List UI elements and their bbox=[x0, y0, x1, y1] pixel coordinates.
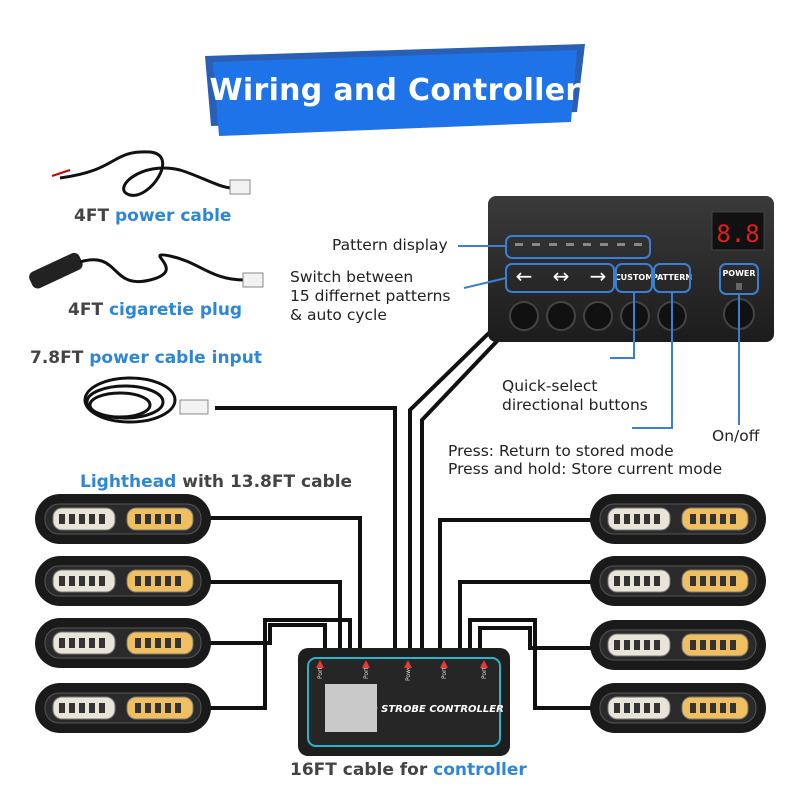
lighthead-left-3 bbox=[34, 617, 212, 669]
button-right bbox=[583, 301, 613, 331]
lighthead-left-4 bbox=[34, 682, 212, 734]
lighthead-right-1 bbox=[589, 493, 767, 545]
button-both bbox=[546, 301, 576, 331]
lighthead-right-2 bbox=[589, 555, 767, 607]
port-2-label: Port2 bbox=[363, 663, 370, 679]
page-title: Wiring and Controller bbox=[209, 73, 581, 108]
port-3-label: Port3 bbox=[441, 663, 448, 679]
arrow-right-icon: → bbox=[590, 264, 607, 288]
lighthead-left-1 bbox=[34, 493, 212, 545]
power-input-label: 7.8FT power cable input bbox=[30, 348, 262, 368]
port-4-label: Port4 bbox=[481, 663, 488, 679]
cigarette-plug-label: 4FT cigaretie plug bbox=[68, 300, 243, 320]
cigarette-plug-icon bbox=[29, 252, 264, 289]
power-cable-label: 4FT power cable bbox=[74, 206, 232, 226]
display-digits: 8.8 bbox=[716, 220, 759, 248]
arrow-left-icon: ← bbox=[516, 264, 533, 288]
press-hold-note: Press and hold: Store current mode bbox=[448, 460, 723, 478]
lighthead-label: Lighthead with 13.8FT cable bbox=[80, 472, 353, 492]
lighthead-left-2 bbox=[34, 555, 212, 607]
lighthead-right-3 bbox=[589, 619, 767, 671]
port-power-label: Power bbox=[405, 662, 412, 681]
switch-patterns-note: Switch between 15 differnet patterns & a… bbox=[290, 268, 451, 324]
power-input-cable-icon bbox=[83, 376, 209, 424]
pattern-button-label: PATTERN bbox=[652, 273, 692, 282]
quick-select-note: Quick-select directional buttons bbox=[502, 377, 648, 414]
custom-button-label: CUSTOM bbox=[615, 273, 653, 282]
press-return-note: Press: Return to stored mode bbox=[448, 442, 674, 460]
arrow-both-icon: ↔ bbox=[553, 264, 570, 288]
power-button-label: POWER bbox=[722, 269, 755, 278]
button-left bbox=[509, 301, 539, 331]
controller-box: LED STROBE CONTROLLER Port1 Port2 Power … bbox=[298, 648, 510, 756]
lighthead-right-4 bbox=[589, 682, 767, 734]
on-off-note: On/off bbox=[712, 427, 760, 445]
title-banner bbox=[205, 44, 585, 136]
port-1-label: Port1 bbox=[317, 663, 324, 679]
control-panel: 8.8 ← ↔ → CUSTOM PATTERN POWER bbox=[488, 196, 774, 342]
controller-cable-label: 16FT cable for controller bbox=[290, 760, 527, 780]
controller-label: LED STROBE CONTROLLER bbox=[356, 704, 504, 715]
power-cable-icon bbox=[51, 150, 251, 197]
pattern-display-note: Pattern display bbox=[332, 236, 448, 254]
